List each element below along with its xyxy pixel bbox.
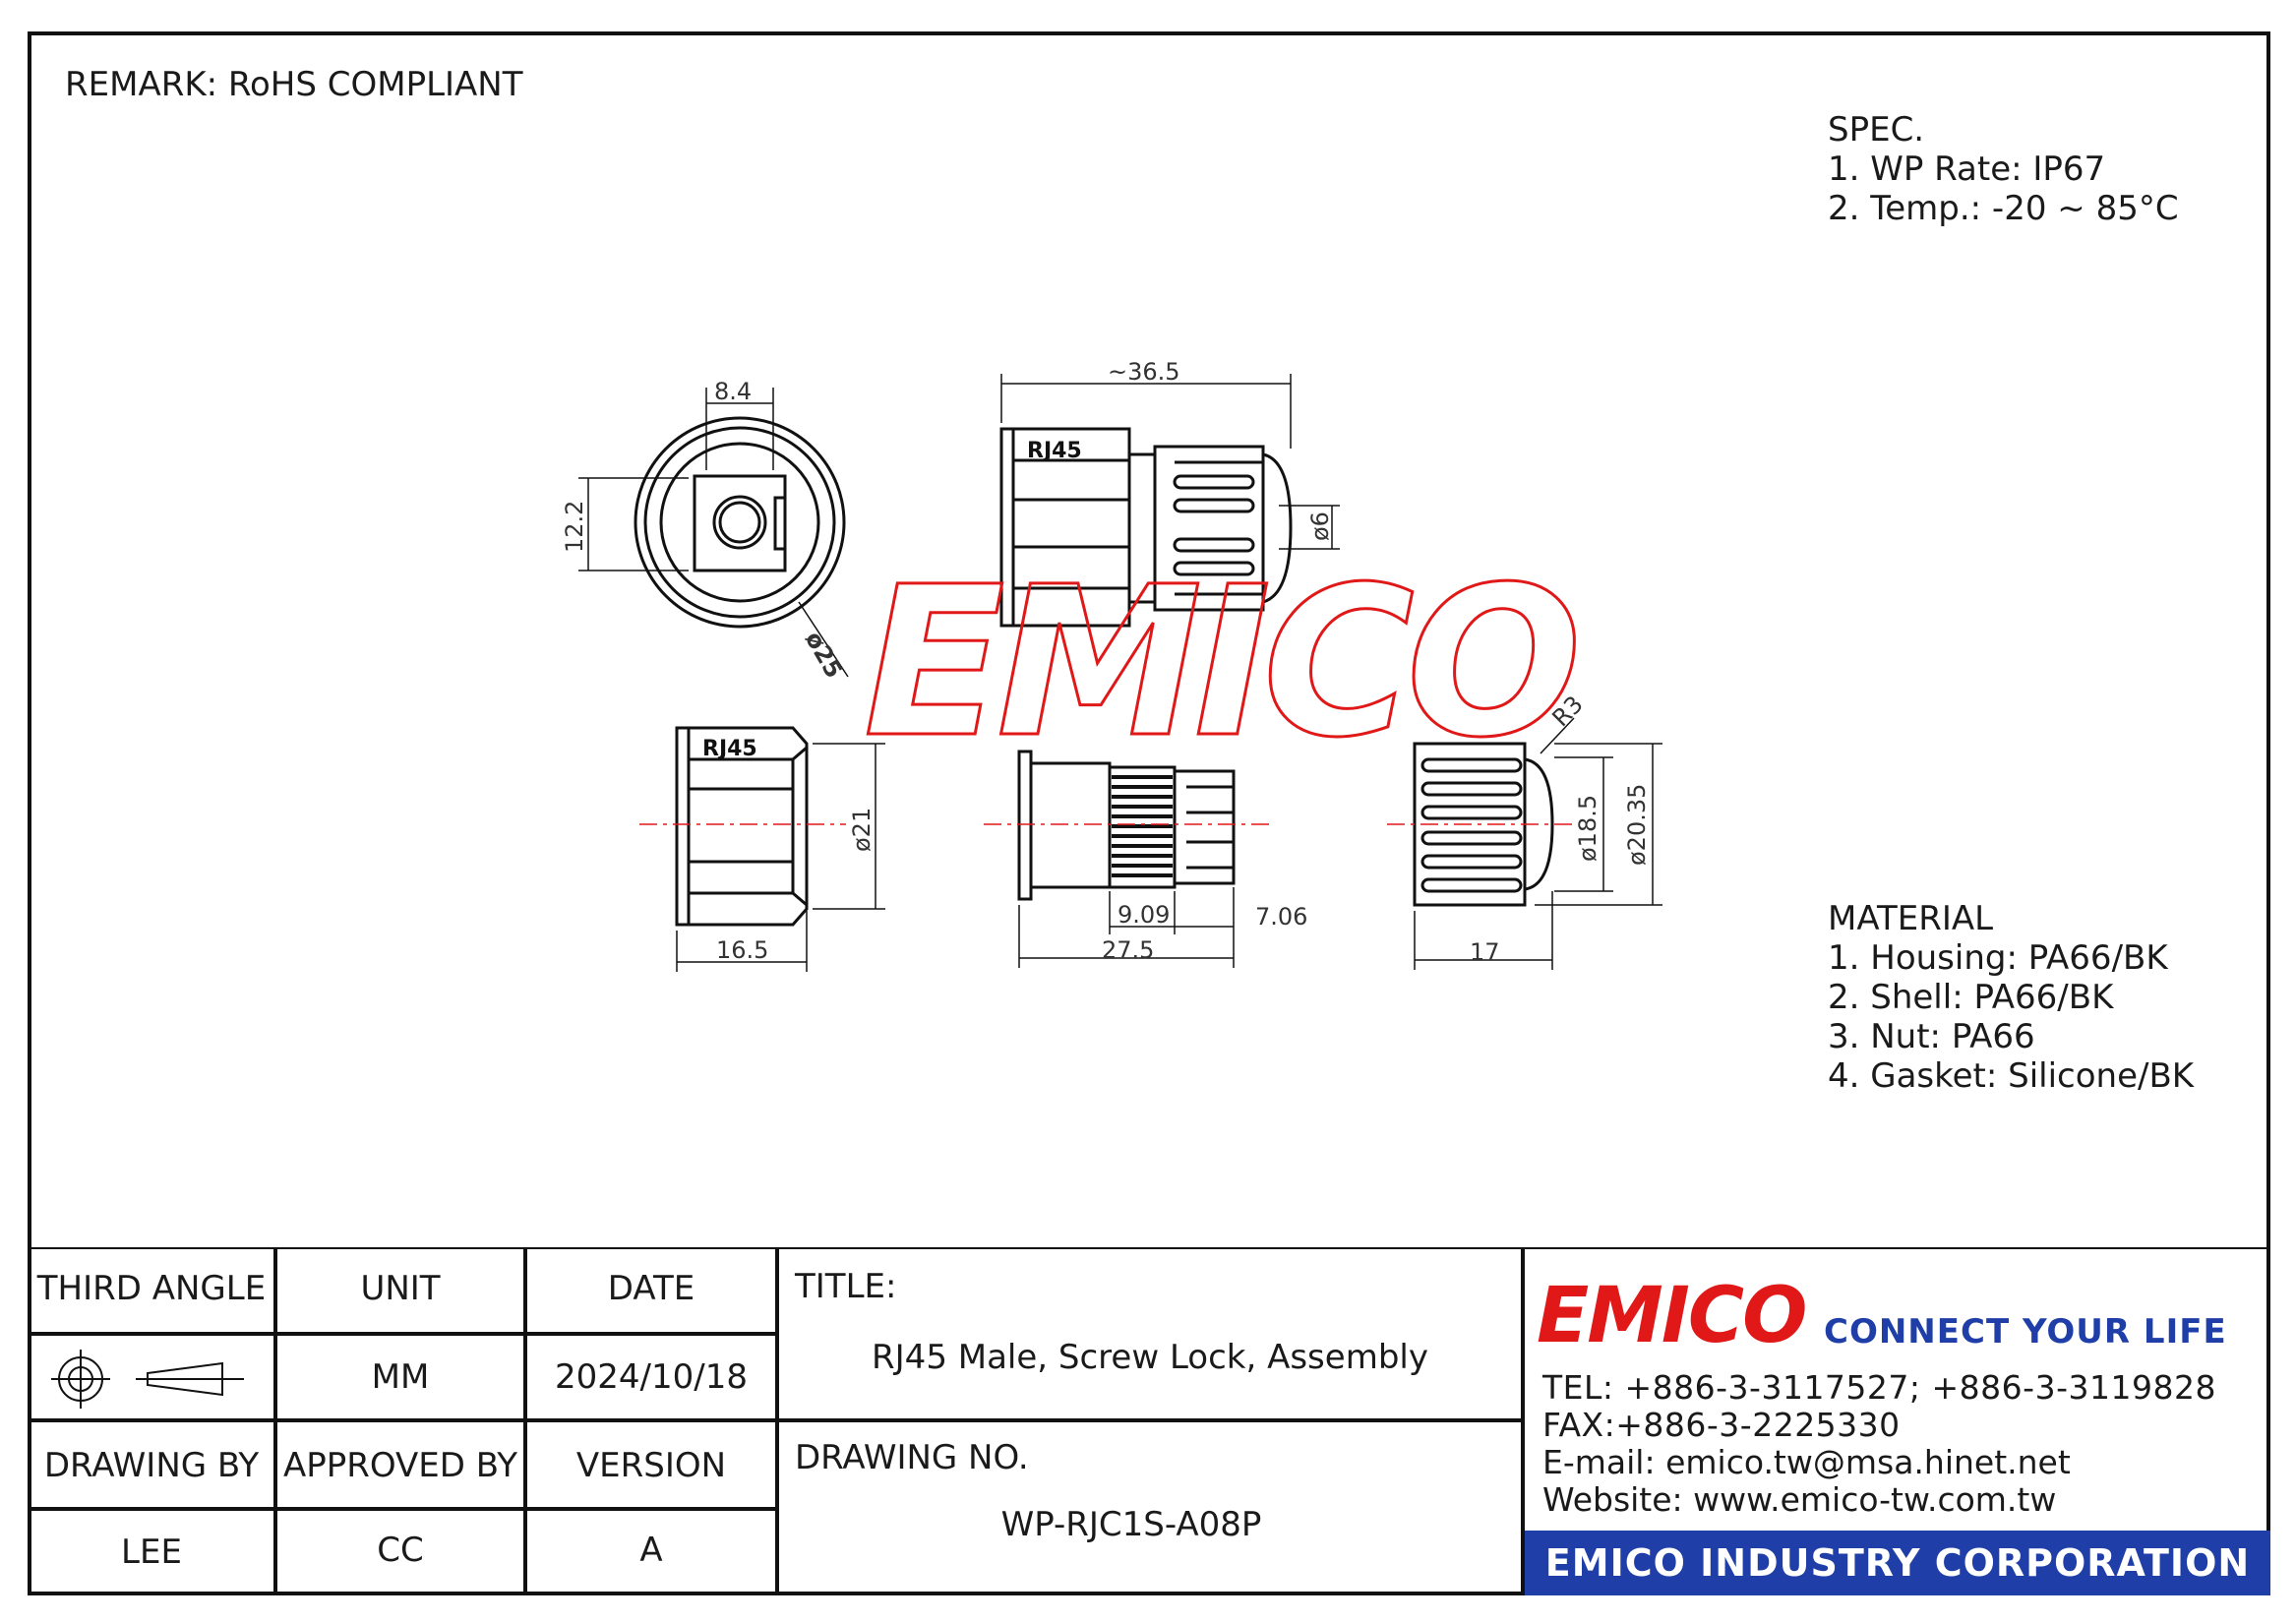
watermark-text: EMICO [864,542,1582,783]
version-label: VERSION [575,1446,727,1485]
dim-front-width: 8.4 [714,378,752,405]
remark-text: REMARK: RoHS COMPLIANT [65,65,523,104]
company-slogan: CONNECT YOUR LIFE [1824,1312,2227,1352]
approved-by-label: APPROVED BY [282,1446,518,1485]
dim-housing-diameter: ø21 [848,808,876,852]
title-value: RJ45 Male, Screw Lock, Assembly [872,1338,1428,1377]
dim-total-length: ~36.5 [1108,358,1180,386]
material-heading: MATERIAL [1828,899,1994,938]
drawing-sheet-border [28,31,2270,1595]
housing-label-top: RJ45 [1027,439,1082,463]
shell-view [1017,750,1236,968]
dim-nut-length: 17 [1470,938,1500,966]
dim-housing-length: 16.5 [716,936,768,964]
company-logo: EMICO [1537,1272,1807,1360]
unit-value: MM [371,1357,430,1397]
spec-block: SPEC. 1. WP Rate: IP67 2. Temp.: -20 ~ 8… [1828,110,2179,228]
company-banner: EMICO INDUSTRY CORPORATION [1525,1531,2270,1595]
dim-front-height: 12.2 [561,501,588,553]
housing-view [675,726,885,972]
front-view [578,388,849,678]
dim-side-diameter: ø6 [1306,511,1334,541]
material-item: 1. Housing: PA66/BK [1828,938,2168,978]
company-website: Website: www.emico-tw.com.tw [1542,1480,2057,1519]
title-block: THIRD ANGLE UNIT DATE MM 2024/10/18 DRAW… [28,1247,2270,1595]
spec-heading: SPEC. [1828,110,1925,150]
company-tel: TEL: +886-3-3117527; +886-3-3119828 [1542,1368,2216,1407]
dim-nut-diameter-a: ø18.5 [1574,795,1601,862]
material-item: 4. Gasket: Silicone/BK [1828,1056,2195,1096]
company-fax: FAX:+886-3-2225330 [1542,1406,1901,1444]
title-block-grid [28,1247,2270,1595]
dim-shell-b: 7.06 [1255,903,1307,931]
title-label: TITLE: [795,1267,897,1306]
spec-item: 2. Temp.: -20 ~ 85°C [1828,189,2179,228]
dim-front-diameter: ø25 [800,627,848,683]
material-block: MATERIAL 1. Housing: PA66/BK 2. Shell: P… [1828,899,2194,1096]
projection-label: THIRD ANGLE [36,1269,267,1308]
drawing-no-value: WP-RJC1S-A08P [1000,1505,1262,1544]
housing-label: RJ45 [702,737,757,761]
material-item: 2. Shell: PA66/BK [1828,978,2114,1017]
assembly-side-view [999,374,1340,628]
dim-shell-a: 9.09 [1118,901,1170,929]
drawing-no-label: DRAWING NO. [795,1438,1029,1477]
dim-nut-diameter-b: ø20.35 [1623,784,1651,866]
approved-by-value: CC [377,1531,424,1570]
date-value: 2024/10/18 [555,1357,748,1397]
date-label: DATE [607,1269,695,1308]
dim-shell-length: 27.5 [1102,936,1154,964]
company-name: EMICO INDUSTRY CORPORATION [1544,1541,2251,1585]
unit-label: UNIT [360,1269,441,1308]
spec-item: 1. WP Rate: IP67 [1828,150,2106,189]
drawing-by-label: DRAWING BY [43,1446,260,1485]
material-item: 3. Nut: PA66 [1828,1017,2035,1056]
version-value: A [639,1531,663,1570]
third-angle-projection-icon [51,1350,244,1409]
drawing-by-value: LEE [121,1533,182,1572]
company-email: E-mail: emico.tw@msa.hinet.net [1542,1443,2071,1481]
